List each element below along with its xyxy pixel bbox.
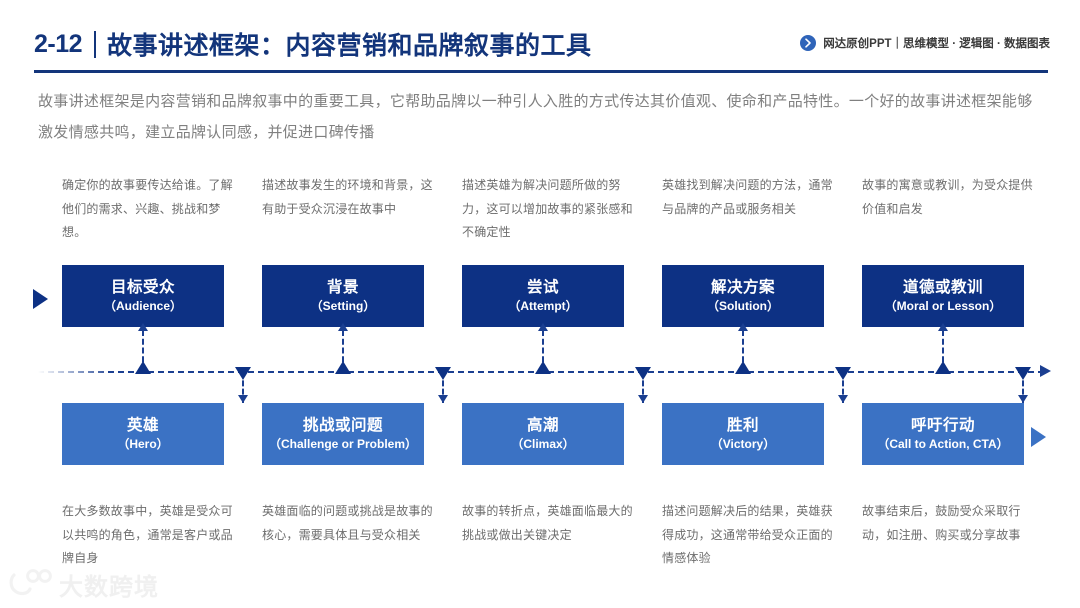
slide-header: 2-12 故事讲述框架：内容营销和品牌叙事的工具 网达原创PPT｜思维模型 · … [0, 0, 1080, 78]
step-bottom-box[interactable]: 挑战或问题 （Challenge or Problem） [262, 403, 424, 465]
connector-down-arrow-icon [638, 395, 648, 403]
step-top-title-en: （Setting） [310, 298, 376, 313]
timeline-node-down-icon [235, 367, 251, 380]
storytelling-framework-diagram: 确定你的故事要传达给谁。了解他们的需求、兴趣、挑战和梦想。 目标受众 （Audi… [0, 155, 1080, 565]
brand-credit: 网达原创PPT｜思维模型 · 逻辑图 · 数据图表 [800, 35, 1050, 51]
step-bottom-note: 故事的转折点，英雄面临最大的挑战或做出关键决定 [462, 504, 633, 542]
connector-up-arrow-icon [538, 323, 548, 331]
header-divider-rule [34, 70, 1048, 73]
panda-logo-icon [8, 567, 54, 602]
connector-up-arrow-icon [338, 323, 348, 331]
step-top-box[interactable]: 尝试 （Attempt） [462, 265, 624, 327]
timeline-node-up-icon [335, 361, 351, 374]
step-top-note: 确定你的故事要传达给谁。了解他们的需求、兴趣、挑战和梦想。 [62, 178, 233, 239]
step-top-box[interactable]: 背景 （Setting） [262, 265, 424, 327]
step-top-title-cn: 道德或教训 [902, 278, 983, 296]
step-top-title-en: （Attempt） [508, 298, 578, 313]
title-divider [94, 30, 97, 58]
step-bottom-note: 英雄面临的问题或挑战是故事的核心，需要具体且与受众相关 [262, 504, 433, 542]
step-bottom-title-en: （Hero） [117, 436, 169, 451]
connector-down [442, 372, 444, 403]
connector-up [942, 330, 944, 371]
timeline-node-up-icon [735, 361, 751, 374]
intro-paragraph: 故事讲述框架是内容营销和品牌叙事中的重要工具，它帮助品牌以一种引人入胜的方式传达… [38, 93, 1033, 141]
timeline-node-down-icon [1015, 367, 1031, 380]
title-group: 2-12 故事讲述框架：内容营销和品牌叙事的工具 [34, 26, 592, 62]
step-top-note: 描述故事发生的环境和背景，这有助于受众沉浸在故事中 [262, 178, 433, 216]
step-bottom-note: 故事结束后，鼓励受众采取行动，如注册、购买或分享故事 [862, 504, 1021, 542]
step-bottom-title-en: （Climax） [511, 436, 575, 451]
step-bottom-box[interactable]: 呼吁行动 （Call to Action, CTA） [862, 403, 1024, 465]
timeline-node-down-icon [835, 367, 851, 380]
connector-down-arrow-icon [238, 395, 248, 403]
page-title: 故事讲述框架：内容营销和品牌叙事的工具 [107, 32, 592, 60]
connector-down [842, 372, 844, 403]
watermark-text: 大数跨境 [59, 574, 159, 601]
connector-up-arrow-icon [738, 323, 748, 331]
step-bottom-title-en: （Challenge or Problem） [268, 436, 418, 451]
step-top-title-en: （Audience） [103, 298, 182, 313]
step-top-title-en: （Moral or Lesson） [884, 298, 1002, 313]
slide-number: 2-12 [34, 29, 83, 58]
timeline-arrow-icon [1040, 365, 1051, 377]
step-bottom-title-en: （Call to Action, CTA） [877, 436, 1009, 451]
timeline-node-down-icon [435, 367, 451, 380]
flow-end-marker-icon [1031, 427, 1046, 447]
step-bottom-box[interactable]: 高潮 （Climax） [462, 403, 624, 465]
step-top-title-cn: 尝试 [526, 278, 559, 296]
timeline-node-up-icon [535, 361, 551, 374]
connector-down [242, 372, 244, 403]
step-top-title-cn: 背景 [326, 278, 359, 296]
step-top-note: 描述英雄为解决问题所做的努力，这可以增加故事的紧张感和不确定性 [462, 178, 633, 239]
connector-up [542, 330, 544, 371]
step-top-note: 故事的寓意或教训，为受众提供价值和启发 [862, 178, 1033, 216]
step-bottom-box[interactable]: 胜利 （Victory） [662, 403, 824, 465]
step-bottom-title-en: （Victory） [710, 436, 776, 451]
connector-up-arrow-icon [938, 323, 948, 331]
chevron-right-circle-icon [800, 35, 817, 51]
step-bottom-title-cn: 高潮 [526, 416, 559, 434]
step-bottom-title-cn: 呼吁行动 [910, 416, 975, 434]
step-bottom-note: 描述问题解决后的结果，英雄获得成功，这通常带给受众正面的情感体验 [662, 504, 833, 565]
step-bottom-title-cn: 胜利 [726, 416, 759, 434]
step-top-title-cn: 目标受众 [110, 278, 175, 296]
step-bottom-title-cn: 英雄 [126, 416, 159, 434]
step-bottom-note: 在大多数故事中，英雄是受众可以共鸣的角色，通常是客户或品牌自身 [62, 504, 233, 565]
connector-down-arrow-icon [838, 395, 848, 403]
flow-start-marker-icon [33, 289, 48, 309]
connector-down-arrow-icon [1018, 395, 1028, 403]
step-top-title-en: （Solution） [707, 298, 779, 313]
step-top-box[interactable]: 道德或教训 （Moral or Lesson） [862, 265, 1024, 327]
connector-down [642, 372, 644, 403]
watermark: 大数跨境 [8, 567, 159, 602]
connector-up [742, 330, 744, 371]
timeline-node-down-icon [635, 367, 651, 380]
connector-up-arrow-icon [138, 323, 148, 331]
connector-down-arrow-icon [438, 395, 448, 403]
timeline-fade-overlay [38, 370, 108, 374]
step-top-box[interactable]: 目标受众 （Audience） [62, 265, 224, 327]
step-top-box[interactable]: 解决方案 （Solution） [662, 265, 824, 327]
step-bottom-title-cn: 挑战或问题 [302, 416, 383, 434]
step-bottom-box[interactable]: 英雄 （Hero） [62, 403, 224, 465]
step-top-title-cn: 解决方案 [710, 278, 775, 296]
brand-text: 网达原创PPT｜思维模型 · 逻辑图 · 数据图表 [823, 38, 1050, 50]
timeline-node-up-icon [935, 361, 951, 374]
timeline-node-up-icon [135, 361, 151, 374]
connector-up [142, 330, 144, 371]
connector-up [342, 330, 344, 371]
connector-down [1022, 372, 1024, 403]
step-top-note: 英雄找到解决问题的方法，通常与品牌的产品或服务相关 [662, 178, 833, 216]
